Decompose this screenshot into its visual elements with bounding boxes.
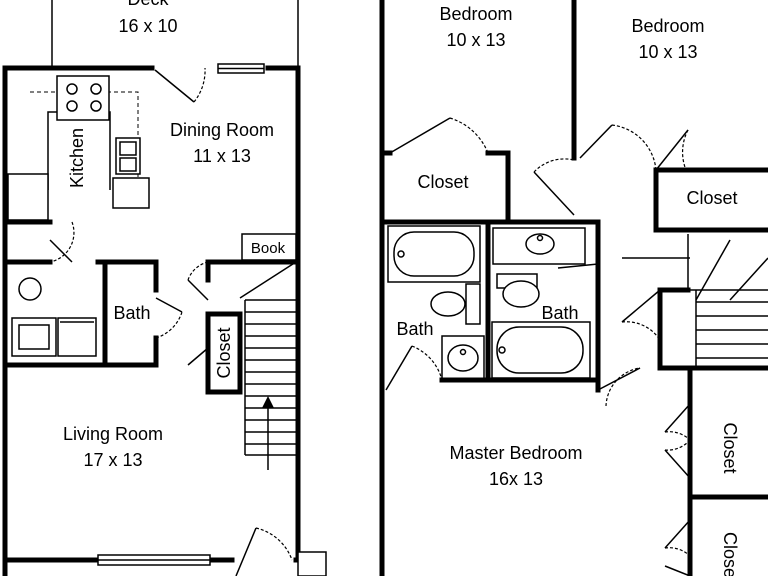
closet-downstairs-label: Closet <box>214 327 234 378</box>
second-floor-plan <box>379 0 768 576</box>
bedroom-right-label: Bedroom <box>631 16 704 36</box>
bedroom-right-size: 10 x 13 <box>638 42 697 62</box>
book-label: Book <box>251 240 286 257</box>
master-bedroom-label: Master Bedroom <box>449 443 582 463</box>
bedroom-left-label: Bedroom <box>439 4 512 24</box>
closet-right-label: Closet <box>686 188 737 208</box>
first-floor-plan <box>2 0 327 576</box>
dining-room-size: 11 x 13 <box>193 146 251 166</box>
deck-label: Deck <box>127 0 169 9</box>
master-bedroom-size: 16x 13 <box>489 469 543 489</box>
deck-size: 16 x 10 <box>118 16 177 36</box>
master-closet-2-label: Closet <box>720 532 740 576</box>
dining-room-label: Dining Room <box>170 120 274 140</box>
bedroom-left-size: 10 x 13 <box>446 30 505 50</box>
master-closet-1-label: Closet <box>720 422 740 473</box>
kitchen-label: Kitchen <box>67 128 87 188</box>
bath-upstairs-right-label: Bath <box>541 303 578 323</box>
bath-downstairs-label: Bath <box>113 303 150 323</box>
living-room-size: 17 x 13 <box>83 450 142 470</box>
bath-upstairs-left-label: Bath <box>396 319 433 339</box>
living-room-label: Living Room <box>63 424 163 444</box>
closet-left-label: Closet <box>417 172 468 192</box>
